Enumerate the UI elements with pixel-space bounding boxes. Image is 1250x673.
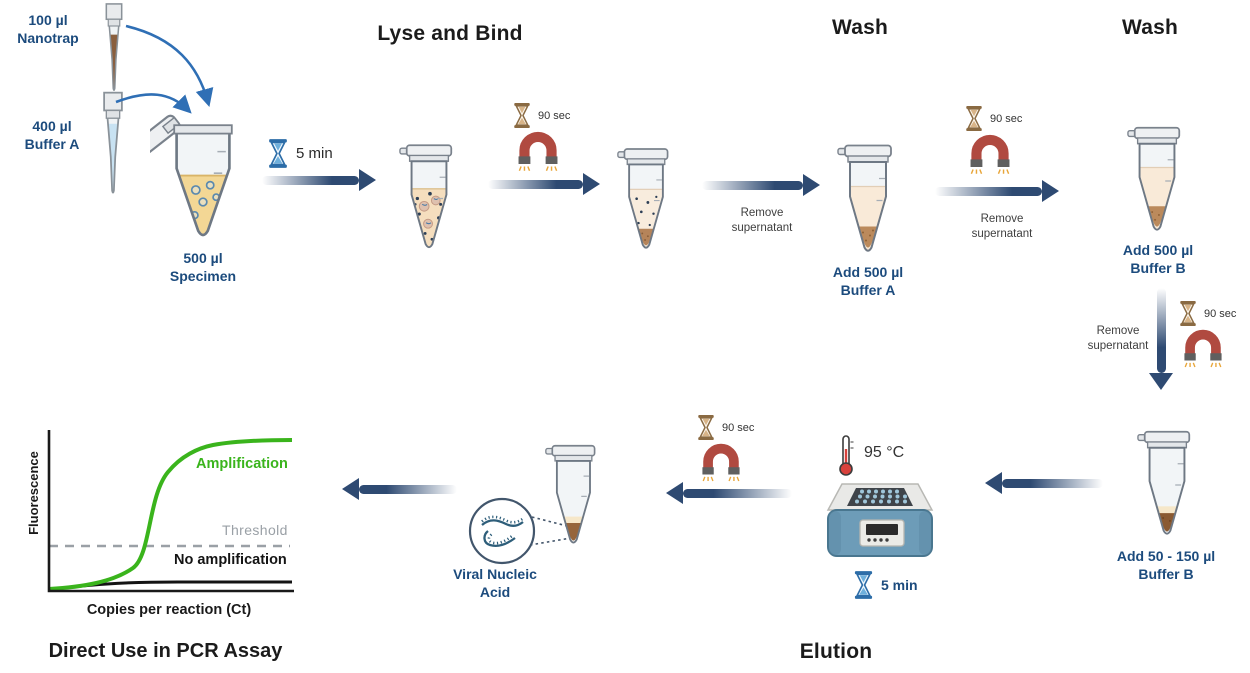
arrow-magnet-1 <box>488 173 600 195</box>
chart-ylabel: Fluorescence <box>26 451 41 535</box>
magnet-icon <box>514 131 562 175</box>
thermometer-icon <box>839 435 854 476</box>
specimen-label: 500 µl Specimen <box>169 250 237 284</box>
magnet-step-4: 90 sec <box>696 414 754 485</box>
specimen-tube-icon <box>150 114 233 237</box>
arrow-to-viral-tube <box>666 482 792 504</box>
buffer-a-label: 400 µl Buffer A <box>24 118 80 152</box>
magnet-timer-label: 90 sec <box>538 109 571 122</box>
amplification-curve <box>48 438 293 591</box>
magnet-timer-label: 90 sec <box>990 112 1023 125</box>
heat-block-icon <box>826 483 934 557</box>
qpcr-chart: Amplification Threshold No amplification <box>38 424 303 599</box>
buffer-a-pipette-icon <box>103 91 123 194</box>
elution-tube-icon <box>1137 430 1191 535</box>
chart-axes <box>47 430 294 593</box>
hourglass-icon <box>1179 300 1197 327</box>
hourglass-icon <box>268 138 288 169</box>
wash-b-tube-icon <box>1127 126 1181 231</box>
pour-arrows-icon <box>115 24 214 114</box>
threshold-label: Threshold <box>222 522 288 538</box>
arrow-remove-1 <box>702 174 820 196</box>
hourglass-icon <box>965 105 983 132</box>
magnet-timer-label: 90 sec <box>722 421 755 434</box>
header-wash-1: Wash <box>831 16 889 39</box>
magnet-icon <box>1180 329 1226 371</box>
remove-supernatant-2: Remove supernatant <box>971 213 1033 240</box>
arrow-remove-2 <box>935 180 1059 202</box>
chart-xlabel: Copies per reaction (Ct) <box>86 602 252 618</box>
qpcr-chart-plot <box>47 430 294 593</box>
lyse-timer-label: 5 min <box>296 145 333 162</box>
wash-a-tube-icon <box>837 144 892 252</box>
magnet-timer-label: 90 sec <box>1204 307 1237 320</box>
pcr-assay-title: Direct Use in PCR Assay <box>48 640 283 662</box>
arrow-lyse <box>262 169 376 191</box>
magnifier-circle-icon <box>468 497 536 565</box>
magnet-step-2: 90 sec <box>964 105 1022 178</box>
hourglass-icon <box>513 102 531 129</box>
magnet-step-1: 90 sec <box>512 102 570 175</box>
magnet-step-3: 90 sec <box>1178 300 1236 371</box>
arrow-remove-3 <box>1148 288 1174 390</box>
elution-timer-label: 5 min <box>881 577 918 593</box>
magnet-icon <box>966 134 1014 178</box>
lysed-tube-icon <box>399 144 453 249</box>
add-buffer-b-elution-label: Add 50 - 150 µl Buffer B <box>1116 548 1216 582</box>
elution-temperature: 95 °C <box>864 444 905 461</box>
magnet-icon <box>698 443 744 485</box>
nanotrap-label: 100 µl Nanotrap <box>17 12 79 46</box>
viral-nucleic-acid-group <box>468 444 596 565</box>
arrow-to-heatblock <box>985 472 1103 494</box>
hourglass-icon <box>854 570 873 600</box>
pellet-tube-icon <box>617 148 669 249</box>
purified-tube-icon <box>545 444 596 544</box>
hourglass-icon <box>697 414 715 441</box>
remove-supernatant-1: Remove supernatant <box>731 207 793 234</box>
lyse-timer: 5 min <box>266 138 333 169</box>
remove-supernatant-3: Remove supernatant <box>1087 325 1149 352</box>
no-amplification-label: No amplification <box>174 552 287 568</box>
arrow-to-pcr-chart <box>342 478 457 500</box>
amplification-label: Amplification <box>196 456 288 472</box>
add-buffer-b-wash-label: Add 500 µl Buffer B <box>1122 242 1194 276</box>
elution-timer: 5 min <box>852 570 918 600</box>
header-elution: Elution <box>799 640 873 663</box>
viral-nucleic-acid-label: Viral Nucleic Acid <box>453 566 537 600</box>
header-lyse-and-bind: Lyse and Bind <box>377 22 523 45</box>
add-buffer-a-label: Add 500 µl Buffer A <box>832 264 904 298</box>
nanotrap-pipette-icon <box>105 3 123 92</box>
header-wash-2: Wash <box>1121 16 1179 39</box>
